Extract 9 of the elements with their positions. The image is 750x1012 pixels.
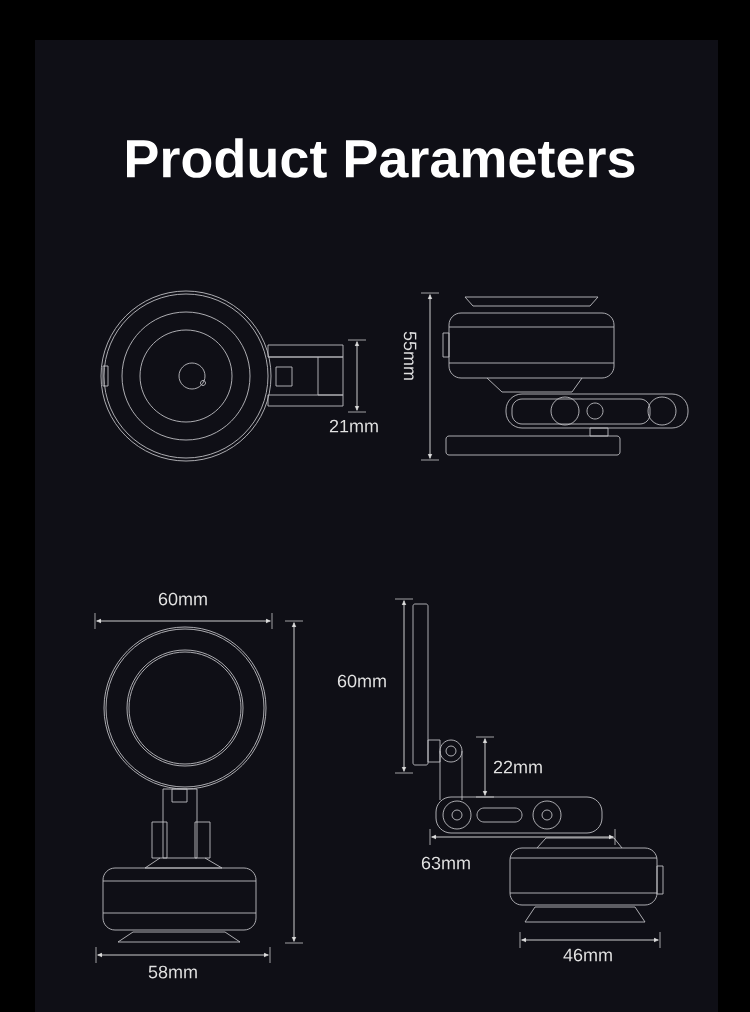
dimension-label: 21mm (329, 419, 378, 433)
dimension-label: 55mm (403, 331, 417, 380)
dimension-label: 60mm (158, 592, 207, 606)
dimension-label: 22mm (493, 760, 542, 774)
dimension-label: 60mm (337, 674, 386, 688)
dimension-label: 63mm (421, 856, 470, 870)
dimension-label: 58mm (148, 965, 197, 979)
title: Product Parameters (127, 138, 635, 178)
dimension-label: 46mm (563, 948, 612, 962)
